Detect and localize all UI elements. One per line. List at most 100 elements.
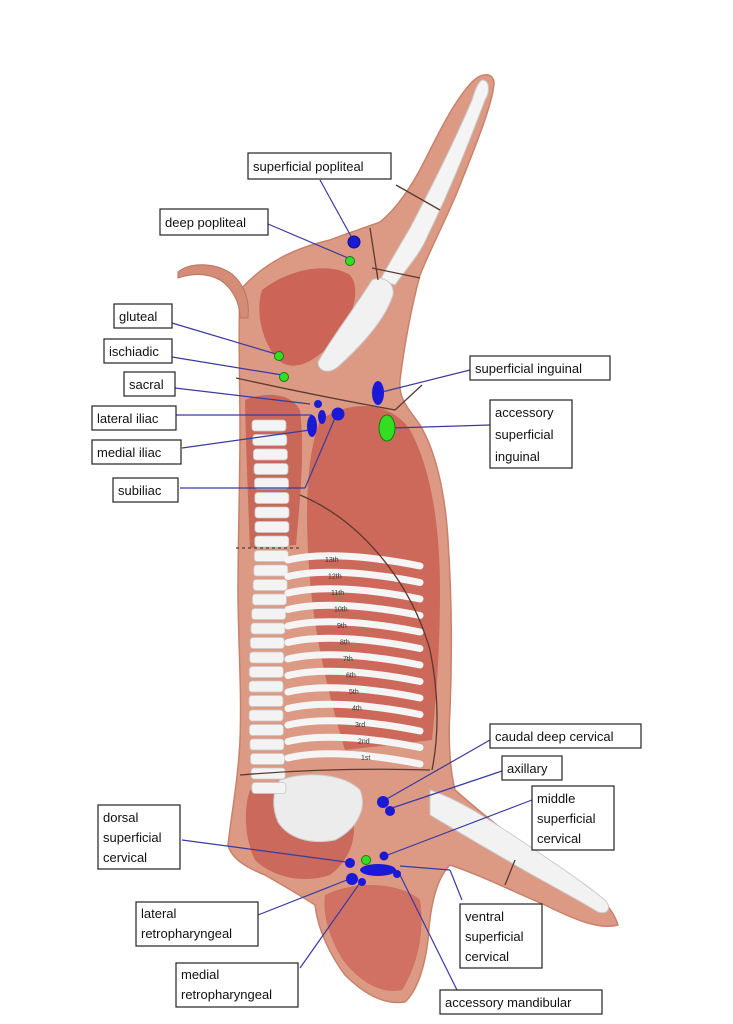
svg-text:ventral: ventral <box>465 909 504 924</box>
vertebra <box>254 535 290 548</box>
rib <box>284 750 424 768</box>
vertebra <box>254 506 290 519</box>
svg-text:medial: medial <box>181 967 219 982</box>
rib <box>284 634 424 652</box>
svg-text:superficial inguinal: superficial inguinal <box>475 361 582 376</box>
vertebra <box>249 637 285 649</box>
label-lateral-iliac: lateral iliac <box>91 405 177 431</box>
pig-carcass: 13th12th11th10th9th8th7th6th5th4th3rd2nd… <box>177 74 619 1004</box>
node-superficial-inguinal <box>372 381 384 405</box>
node-gluteal <box>274 351 284 361</box>
rib-label: 10th <box>334 607 348 614</box>
rib-label: 2nd <box>358 739 370 746</box>
node-lateral-iliac <box>307 415 317 437</box>
rib-label: 1st <box>361 755 370 762</box>
fore-leg-bone <box>429 789 609 914</box>
label-superficial-inguinal: superficial inguinal <box>469 355 611 381</box>
rib <box>284 667 424 685</box>
vertebra <box>248 680 284 693</box>
vertebra <box>252 593 287 606</box>
label-caudal-deep-cervical: caudal deep cervical <box>489 723 642 749</box>
svg-text:sacral: sacral <box>129 377 164 392</box>
vertebra <box>254 477 289 490</box>
rib <box>284 700 424 718</box>
rib <box>284 618 424 636</box>
svg-text:lateral iliac: lateral iliac <box>97 411 159 426</box>
ribs: 13th12th11th10th9th8th7th6th5th4th3rd2nd… <box>284 552 424 768</box>
vertebra <box>251 782 287 794</box>
node-caudal-deep-cervical <box>377 796 389 808</box>
femur-bone <box>317 277 394 372</box>
svg-text:retropharyngeal: retropharyngeal <box>141 926 232 941</box>
svg-text:dorsal: dorsal <box>103 810 139 825</box>
scapula-bone <box>273 774 363 843</box>
label-accessory-mandibular: accessory mandibular <box>439 989 603 1015</box>
vertebra <box>253 463 289 475</box>
svg-text:middle: middle <box>537 791 575 806</box>
node-axillary <box>385 806 395 816</box>
label-lateral-retropharyngeal: lateral retropharyngeal <box>135 901 259 947</box>
label-deep-popliteal: deep popliteal <box>159 208 269 236</box>
vertebra <box>253 564 289 577</box>
svg-text:cervical: cervical <box>103 850 147 865</box>
vertebra <box>253 550 289 562</box>
node-deep-popliteal <box>345 256 355 266</box>
vertebra <box>250 753 285 765</box>
rib <box>284 552 424 570</box>
svg-text:superficial: superficial <box>465 929 524 944</box>
node-medial-retropharyngeal <box>358 878 366 886</box>
svg-text:accessory: accessory <box>495 405 554 420</box>
vertebra <box>251 419 287 432</box>
label-boxes: superficial popliteal deep popliteal glu… <box>91 152 642 1015</box>
vertebra <box>250 622 286 635</box>
svg-text:retropharyngeal: retropharyngeal <box>181 987 272 1002</box>
jowl-muscle <box>324 884 422 991</box>
svg-text:superficial popliteal: superficial popliteal <box>253 159 364 174</box>
rib-label: 5th <box>349 689 359 696</box>
node-ventral-superficial-cervical <box>360 864 396 876</box>
label-accessory-superficial-inguinal: accessory superficial inguinal <box>489 399 573 469</box>
label-subiliac: subiliac <box>112 477 179 503</box>
tail <box>177 264 249 319</box>
vertebra <box>252 579 288 591</box>
svg-text:lateral: lateral <box>141 906 177 921</box>
node-green-cervical <box>361 855 371 865</box>
rib-label: 9th <box>337 623 347 630</box>
vertebra <box>253 448 288 461</box>
svg-text:subiliac: subiliac <box>118 483 162 498</box>
lymph-nodes <box>274 235 401 886</box>
svg-text:superficial: superficial <box>537 811 596 826</box>
vertebra <box>254 492 290 504</box>
svg-text:deep popliteal: deep popliteal <box>165 215 246 230</box>
label-gluteal: gluteal <box>113 303 173 329</box>
rib <box>284 651 424 669</box>
spine <box>248 419 290 794</box>
node-subiliac <box>331 407 345 421</box>
svg-text:inguinal: inguinal <box>495 449 540 464</box>
vertebra <box>248 709 284 722</box>
rib-label: 8th <box>340 640 350 647</box>
rib <box>284 585 424 603</box>
node-dorsal-superficial-cervical <box>345 858 355 868</box>
vertebra <box>249 724 284 736</box>
svg-text:caudal deep cervical: caudal deep cervical <box>495 729 614 744</box>
label-ventral-superficial-cervical: ventral superficial cervical <box>459 903 543 969</box>
svg-text:axillary: axillary <box>507 761 548 776</box>
svg-text:gluteal: gluteal <box>119 309 157 324</box>
rib <box>284 684 424 702</box>
node-lateral-retropharyngeal <box>346 873 358 885</box>
rib <box>284 717 424 735</box>
label-medial-retropharyngeal: medial retropharyngeal <box>175 962 299 1008</box>
label-middle-superficial-cervical: middle superficial cervical <box>531 785 615 851</box>
label-superficial-popliteal: superficial popliteal <box>247 152 392 180</box>
node-middle-superficial-cervical <box>379 851 389 861</box>
rib-label: 7th <box>343 656 353 663</box>
node-accessory-superficial-inguinal <box>378 414 396 442</box>
rib-label: 4th <box>352 706 362 713</box>
label-dorsal-superficial-cervical: dorsal superficial cervical <box>97 804 181 870</box>
svg-text:accessory mandibular: accessory mandibular <box>445 995 572 1010</box>
leader-lines <box>171 179 533 993</box>
hind-leg-bone <box>379 79 489 286</box>
label-axillary: axillary <box>501 755 563 781</box>
svg-text:superficial: superficial <box>103 830 162 845</box>
